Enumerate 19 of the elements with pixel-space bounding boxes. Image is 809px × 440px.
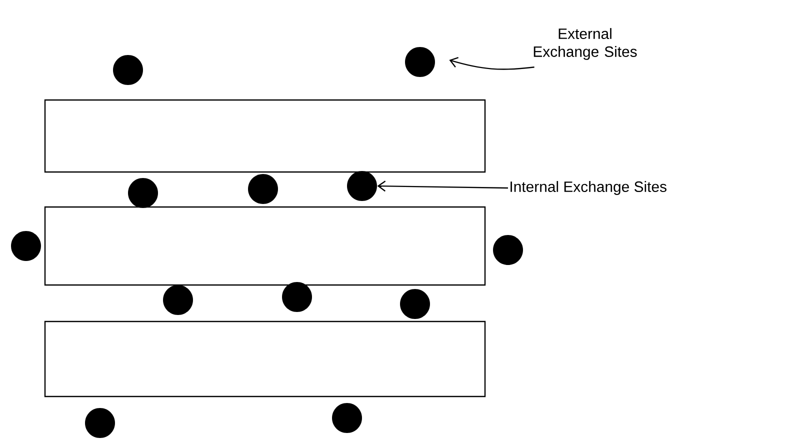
dot (11, 231, 41, 261)
dot (332, 403, 362, 433)
dot (248, 174, 278, 204)
layer-rectangle (44, 99, 486, 173)
arrow (377, 180, 508, 192)
dot (400, 289, 430, 319)
dot (113, 55, 143, 85)
dot (282, 282, 312, 312)
arrow (449, 56, 534, 70)
layer-rectangle (44, 206, 486, 286)
label-text: External Exchange Sites (534, 28, 637, 60)
dot (128, 178, 158, 208)
dot (85, 408, 115, 438)
dot (163, 285, 193, 315)
dot (493, 235, 523, 265)
layer-rectangle (44, 320, 486, 398)
label-text: Internal Exchange Sites (510, 181, 666, 195)
dot (405, 47, 435, 77)
dot (347, 171, 377, 201)
